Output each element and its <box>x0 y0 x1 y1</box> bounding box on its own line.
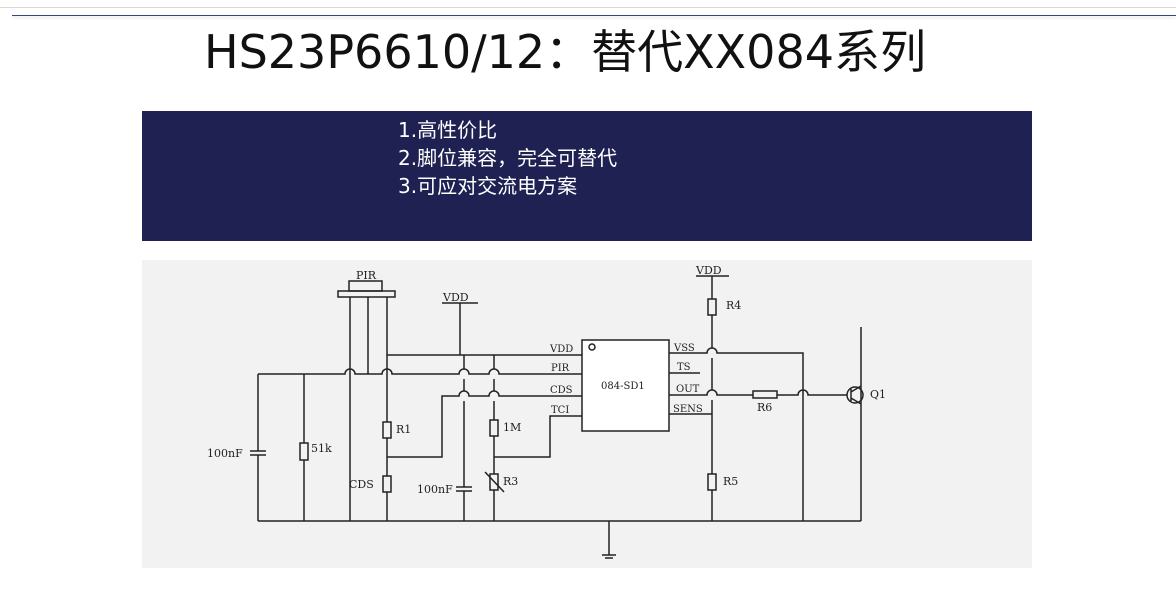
label-51k: 51k <box>311 442 332 455</box>
schematic-panel: PIR VDD VDD 100nF 51k R1 CDS 100nF 1M R3… <box>142 260 1032 568</box>
label-c1: 100nF <box>207 447 243 460</box>
page-title: HS23P6610/12：替代XX084系列 <box>204 25 926 79</box>
ground-net <box>258 520 861 559</box>
label-cds: CDS <box>349 478 374 491</box>
pin-label: TS <box>677 362 691 373</box>
label-r5: R5 <box>723 475 738 488</box>
label-vdd: VDD <box>442 291 469 304</box>
pin-label: TCI <box>551 405 569 416</box>
label-r1: R1 <box>396 423 411 436</box>
features-banner: 1.高性价比 2.脚位兼容，完全可替代 3.可应对交流电方案 <box>142 111 1032 241</box>
label-c2: 100nF <box>417 483 453 496</box>
thermistor-arrow <box>484 471 505 493</box>
feature-item: 3.可应对交流电方案 <box>398 174 578 198</box>
vdd-r4-r5-net <box>696 275 729 521</box>
capacitor-c1 <box>250 374 266 521</box>
label-pir: PIR <box>356 269 377 282</box>
label-1m: 1M <box>503 421 521 434</box>
pin-label: PIR <box>551 363 570 374</box>
feature-item: 1.高性价比 <box>398 118 498 142</box>
resistor-51k <box>299 442 309 461</box>
circuit-schematic: PIR VDD VDD 100nF 51k R1 CDS 100nF 1M R3… <box>207 264 886 559</box>
pin-label: VSS <box>673 343 695 354</box>
cds-net <box>387 390 582 458</box>
resistor-r6 <box>752 390 778 399</box>
label-r3: R3 <box>503 475 518 488</box>
capacitor-c2 <box>456 355 472 521</box>
header-divider <box>12 15 1176 16</box>
label-r6: R6 <box>757 401 772 414</box>
pin-label: SENS <box>673 404 703 415</box>
transistor-q1 <box>846 386 864 404</box>
resistor-r1 <box>382 421 392 439</box>
tci-net <box>494 415 582 458</box>
pin1-marker <box>588 343 596 351</box>
pin-label: OUT <box>676 384 700 395</box>
resistor-cds <box>382 475 392 493</box>
chip-084-sd1 <box>581 339 670 432</box>
pir-pins <box>349 297 388 521</box>
label-r4: R4 <box>726 299 741 312</box>
label-vdd: VDD <box>695 264 722 277</box>
out-net <box>669 389 847 396</box>
label-q1: Q1 <box>870 388 886 401</box>
pir-sensor-body <box>348 280 383 292</box>
resistor-1m <box>489 419 499 437</box>
vss-net <box>669 347 804 521</box>
transistor-q1-leads <box>850 327 862 521</box>
chip-label: 084-SD1 <box>601 381 645 392</box>
resistor-r5 <box>707 473 717 491</box>
resistor-r4 <box>707 298 717 316</box>
pir-net <box>258 368 582 375</box>
feature-item: 2.脚位兼容，完全可替代 <box>398 146 618 170</box>
pin-label: VDD <box>549 344 573 355</box>
pin-label: CDS <box>550 385 573 396</box>
resistor-r3 <box>489 473 499 491</box>
pir-sensor-base <box>337 290 396 298</box>
vdd-net <box>387 302 582 356</box>
top-divider <box>0 7 1176 8</box>
